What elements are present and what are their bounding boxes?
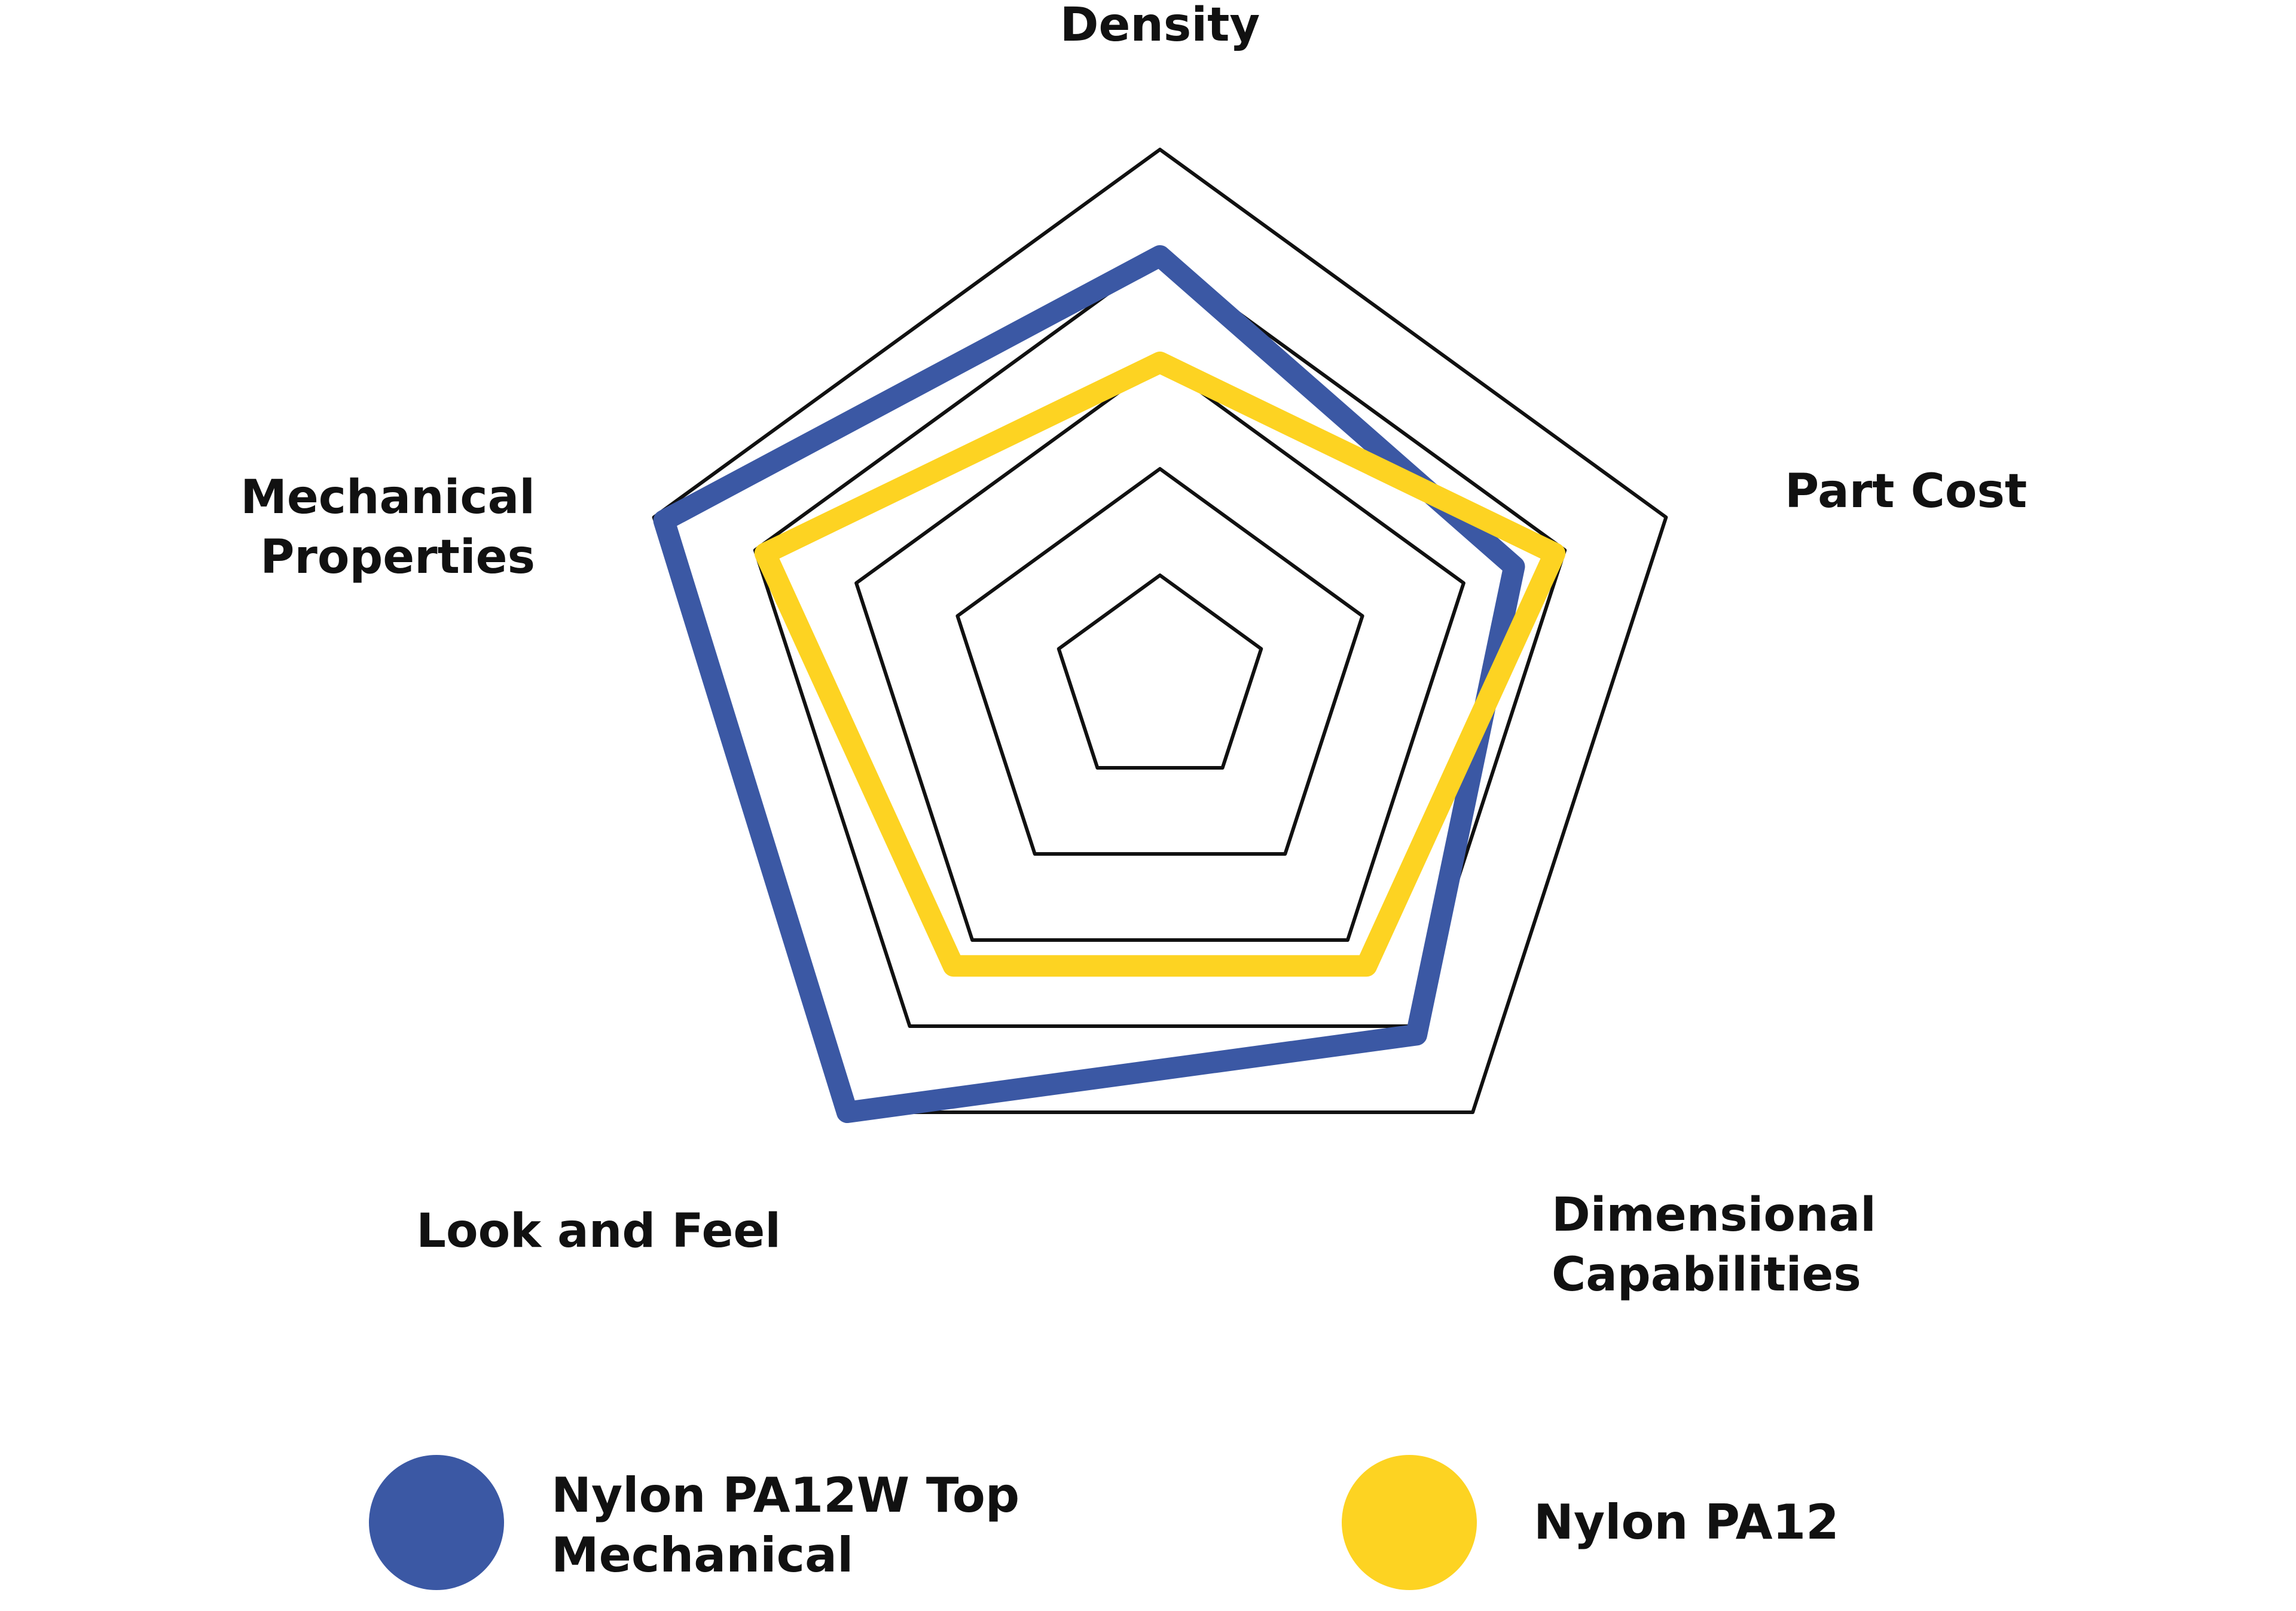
legend-swatch-nylon-pa12w-top-mechanical [369,1455,504,1590]
grid-ring-4 [753,254,1567,1028]
grid-ring-3 [854,361,1465,942]
axis-label-density: Density [1060,0,1260,52]
axis-label-part-cost: Part Cost [1785,465,2027,518]
legend-swatch-nylon-pa12 [1342,1455,1477,1590]
axis-label-look-and-feel: Look and Feel [416,1204,781,1258]
legend-label-nylon-pa12: Nylon PA12 [1534,1494,1839,1550]
grid-ring-2 [955,467,1364,856]
grid-ring-5 [652,148,1668,1114]
series-nylon-pa12 [754,352,1566,977]
series-nylon-pa12w-top-mechanical [653,245,1525,1123]
grid-ring-1 [1057,573,1263,770]
series-shapes [653,245,1566,1123]
grid-rings [652,148,1668,1114]
